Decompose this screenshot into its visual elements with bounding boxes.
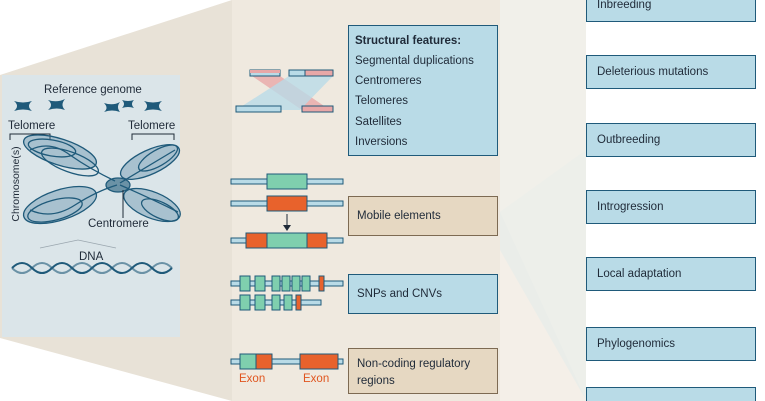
noncoding-regions-icon: [230, 353, 344, 370]
feature-item: Inversions: [355, 135, 408, 148]
feature-item: Segmental duplications: [355, 55, 474, 67]
karyotype-icons: [14, 99, 162, 112]
structural-features-box: Structural features: Segmental duplicati…: [348, 25, 498, 156]
chromosome-icon: [144, 101, 162, 111]
exon-label-right: Exon: [303, 373, 330, 385]
outcome-deleterious-mutations: Deleterious mutations: [586, 55, 756, 89]
centromere-label: Centromere: [88, 218, 149, 230]
mobile-elements-icon: [230, 173, 344, 249]
feature-item: Satellites: [355, 115, 402, 128]
feature-item: Centromeres: [355, 75, 422, 88]
telomere-bracket-right: [131, 133, 175, 140]
reference-genome-title: Reference genome: [44, 84, 142, 96]
reference-genome-panel: [2, 75, 180, 337]
outcome-inbreeding: Inbreeding: [586, 0, 756, 22]
structural-features-icon: [235, 69, 334, 113]
snps-cnvs-icon: [230, 275, 344, 311]
outcome-outbreeding: Outbreeding: [586, 123, 756, 157]
telomere-label-left: Telomere: [8, 120, 56, 132]
structural-features-title: Structural features:: [355, 35, 462, 47]
chromosome-illustration: [22, 134, 181, 225]
mobile-elements-box: Mobile elements: [348, 196, 498, 236]
dna-helix-icon: [11, 262, 173, 274]
feature-item: Telomeres: [355, 95, 409, 108]
telomere-bracket-left: [9, 133, 51, 140]
snps-cnvs-box: SNPs and CNVs: [348, 274, 498, 314]
fan-connector-2: [500, 0, 586, 400]
chromosome-icon: [14, 101, 32, 111]
noncoding-regions-box: Non-coding regulatory regions: [348, 348, 498, 394]
exon-label-left: Exon: [239, 373, 266, 385]
chromosome-icon: [104, 100, 134, 112]
outcome-phylogenomics: Phylogenomics: [586, 327, 756, 361]
chromosome-icon: [48, 99, 65, 110]
noncoding-line-2: regions: [357, 375, 395, 387]
dna-label: DNA: [79, 251, 104, 263]
chromosome-axis-label: Chromosome(s): [10, 146, 22, 222]
outcome-local-adaptation: Local adaptation: [586, 257, 756, 291]
noncoding-line-1: Non-coding regulatory: [357, 358, 471, 370]
dna-callout-lines: [39, 239, 117, 249]
telomere-label-right: Telomere: [128, 120, 176, 132]
outcome-introgression: Introgression: [586, 190, 756, 224]
outcome-box-cut-off: [586, 387, 756, 401]
